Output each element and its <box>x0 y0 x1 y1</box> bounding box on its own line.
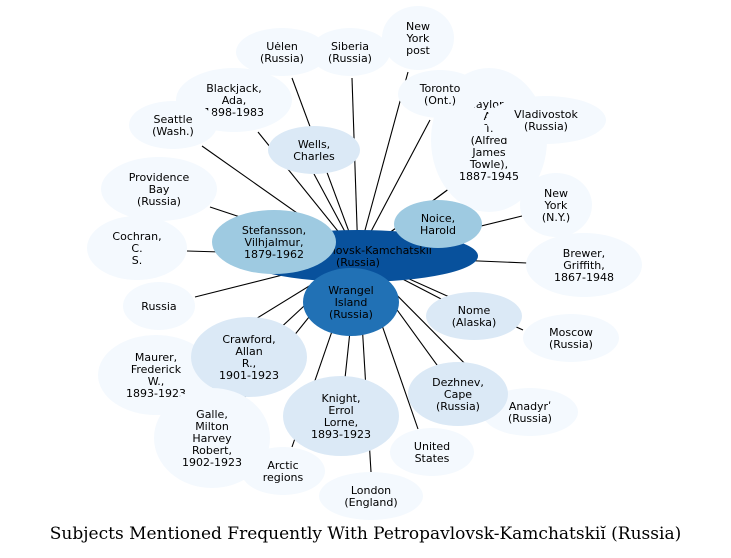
node-label: Russia <box>141 300 176 313</box>
network-diagram: Taylor,A.T.(AlfredJamesTowle),1887-1945V… <box>87 6 642 520</box>
node-ellipse <box>523 314 619 362</box>
node-ellipse <box>390 428 474 476</box>
node-label: Anadyrʹ(Russia) <box>508 400 552 425</box>
node-nome[interactable]: Nome(Alaska) <box>426 292 522 340</box>
node-london[interactable]: London(England) <box>319 472 423 520</box>
node-wells[interactable]: Wells,Charles <box>268 126 360 174</box>
node-ellipse <box>486 96 606 144</box>
node-ellipse <box>303 268 399 336</box>
node-uelen[interactable]: Uėlen(Russia) <box>236 28 328 76</box>
node-label: Toronto(Ont.) <box>419 82 461 107</box>
node-ellipse <box>101 157 217 221</box>
node-vladivostok[interactable]: Vladivostok(Russia) <box>486 96 606 144</box>
node-moscow[interactable]: Moscow(Russia) <box>523 314 619 362</box>
page-title: Subjects Mentioned Frequently With Petro… <box>49 524 682 544</box>
node-cochran[interactable]: Cochran,C.S. <box>87 216 187 280</box>
node-siberia[interactable]: Siberia(Russia) <box>310 28 390 76</box>
node-noice[interactable]: Noice,Harold <box>394 200 482 248</box>
node-label: Siberia(Russia) <box>328 40 372 65</box>
node-label: Cochran,C.S. <box>112 230 161 267</box>
node-label: Noice,Harold <box>420 212 456 237</box>
node-label: Moscow(Russia) <box>549 326 593 351</box>
node-ellipse <box>382 6 454 70</box>
node-ellipse <box>310 28 390 76</box>
node-ellipse <box>426 292 522 340</box>
node-label: Wells,Charles <box>293 138 335 163</box>
node-label: Stefansson,Vilhjalmur,1879-1962 <box>242 224 306 261</box>
node-ellipse <box>87 216 187 280</box>
node-ellipse <box>123 282 195 330</box>
node-stefansson[interactable]: Stefansson,Vilhjalmur,1879-1962 <box>212 210 336 274</box>
node-brewer[interactable]: Brewer,Griffith,1867-1948 <box>526 233 642 297</box>
node-label: London(England) <box>344 484 397 509</box>
node-label: Blackjack,Ada,1898-1983 <box>204 82 264 119</box>
node-ellipse <box>520 173 592 237</box>
node-ellipse <box>212 210 336 274</box>
node-dezhnev[interactable]: Dezhnev,Cape(Russia) <box>408 362 508 426</box>
edge-new-york-post <box>357 71 409 257</box>
node-ellipse <box>408 362 508 426</box>
nodes: Taylor,A.T.(AlfredJamesTowle),1887-1945V… <box>87 6 642 520</box>
node-ellipse <box>241 447 325 495</box>
node-ellipse <box>319 472 423 520</box>
node-label: Seattle(Wash.) <box>152 113 194 138</box>
node-label: Nome(Alaska) <box>452 304 497 329</box>
node-ellipse <box>526 233 642 297</box>
node-ellipse <box>268 126 360 174</box>
node-label: Dezhnev,Cape(Russia) <box>432 376 484 413</box>
node-toronto[interactable]: Toronto(Ont.) <box>398 70 482 118</box>
node-label: Vladivostok(Russia) <box>514 108 578 133</box>
node-label: Brewer,Griffith,1867-1948 <box>554 247 614 284</box>
edge-siberia <box>351 77 359 257</box>
node-seattle[interactable]: Seattle(Wash.) <box>129 101 217 149</box>
node-russia[interactable]: Russia <box>123 282 195 330</box>
node-label: Uėlen(Russia) <box>260 40 304 65</box>
node-ellipse <box>236 28 328 76</box>
node-ellipse <box>154 388 270 488</box>
node-ellipse <box>129 101 217 149</box>
node-ellipse <box>394 200 482 248</box>
node-ellipse <box>398 70 482 118</box>
node-ellipse <box>191 317 307 397</box>
node-ellipse <box>283 376 399 456</box>
